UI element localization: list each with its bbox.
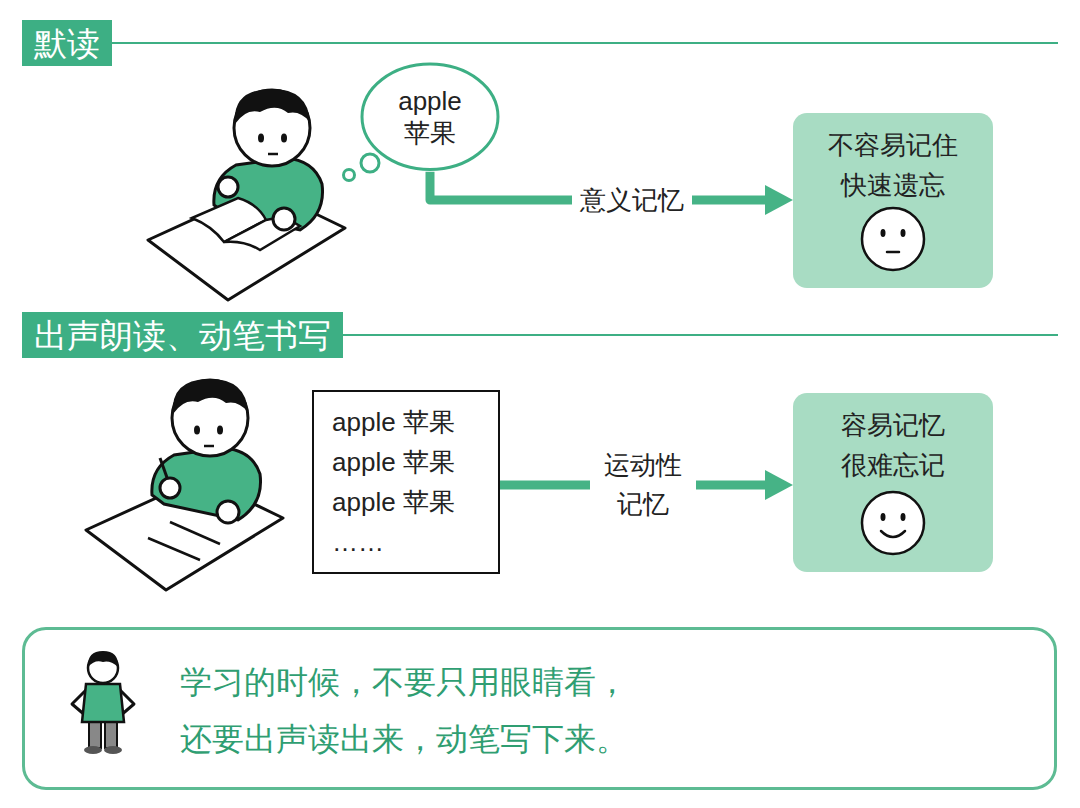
thought-bubble: apple 苹果: [360, 62, 500, 172]
person-mouth: [204, 445, 214, 448]
word-line: apple 苹果: [332, 402, 455, 442]
person-hand: [273, 208, 295, 230]
writing-line: [170, 522, 220, 544]
person-eye: [194, 426, 200, 435]
header-rule: [100, 42, 1058, 44]
figure-leg: [89, 720, 101, 748]
face-outline: [862, 208, 924, 270]
edge-label: 运动性 记忆: [590, 444, 696, 526]
bubble-ellipse: [362, 64, 498, 170]
figure-torso: [82, 684, 124, 722]
face-outline: [862, 492, 924, 554]
word-line: apple 苹果: [332, 482, 455, 522]
note-box: 学习的时候，不要只用眼睛看， 还要出声读出来，动笔写下来。: [22, 627, 1057, 790]
result-box: 不容易记住 快速遗忘: [793, 113, 993, 288]
face-eye: [901, 513, 906, 521]
reading-person: [148, 89, 345, 300]
neutral-face: [860, 206, 926, 272]
person-eye: [258, 134, 264, 143]
note-text: 学习的时候，不要只用眼睛看， 还要出声读出来，动笔写下来。: [180, 654, 820, 768]
figure-hair: [88, 651, 118, 667]
result-text: 不容易记住 快速遗忘: [808, 125, 978, 205]
figure-leg: [105, 720, 117, 748]
edge-label: 意义记忆: [572, 179, 692, 222]
bubble-outline: [360, 62, 500, 172]
writing-line: [148, 538, 200, 560]
section-header: 默读: [22, 20, 112, 66]
word-line: apple 苹果: [332, 442, 455, 482]
face-eye: [901, 229, 906, 237]
person-hair: [235, 89, 310, 124]
face-eye: [881, 229, 886, 237]
person-hand: [218, 177, 238, 197]
person-hand: [217, 501, 239, 523]
person-eye: [281, 134, 287, 143]
section-title: 默读: [34, 27, 100, 60]
smiling-face: [860, 490, 926, 556]
face-mouth: [881, 531, 905, 537]
thought-dot: [344, 170, 355, 181]
section-title: 出声朗读、动笔书写: [34, 319, 331, 352]
figure-foot: [104, 746, 122, 754]
writing-person: [86, 379, 283, 590]
word-list-box: apple 苹果apple 苹果apple 苹果……: [312, 390, 500, 574]
person-hair: [173, 379, 248, 414]
result-box: 容易记忆 很难忘记: [793, 393, 993, 572]
thought-dot: [361, 154, 379, 172]
thought-text: apple 苹果: [390, 85, 470, 150]
section-header: 出声朗读、动笔书写: [22, 312, 343, 358]
person-hand: [160, 478, 180, 498]
person-mouth: [268, 153, 278, 156]
header-rule: [340, 334, 1058, 336]
word-line: ……: [332, 522, 384, 562]
result-text: 容易记忆 很难忘记: [808, 405, 978, 485]
person-torso: [152, 448, 261, 520]
person-eye: [217, 426, 223, 435]
standing-figure: [72, 651, 134, 754]
face-eye: [881, 513, 886, 521]
face-mouth: [887, 251, 899, 254]
figure-foot: [84, 746, 102, 754]
